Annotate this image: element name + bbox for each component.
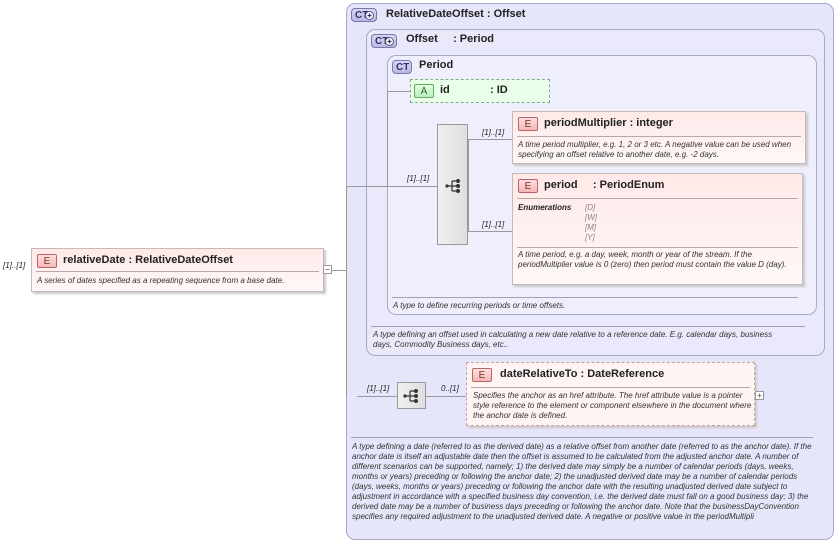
connector <box>387 91 388 186</box>
enumeration-value: [M] <box>585 223 597 232</box>
element-documentation: Specifies the anchor as an href attribut… <box>473 391 752 420</box>
ct-badge: CT <box>351 8 377 22</box>
date-relative-to-cardinality: 0..[1] <box>441 384 459 393</box>
divider <box>36 271 319 272</box>
ct-badge: CT <box>371 34 397 48</box>
period-cardinality: [1]..[1] <box>482 220 505 229</box>
element-date-relative-to[interactable]: E dateRelativeTo : DateReference Specifi… <box>466 362 755 426</box>
connector <box>426 396 466 397</box>
enumeration-value: [Y] <box>585 233 595 242</box>
attribute-id[interactable]: A id : ID <box>410 79 550 103</box>
enumeration-value: [D] <box>585 203 596 212</box>
divider <box>517 136 801 137</box>
element-title: dateRelativeTo : DateReference <box>500 368 665 380</box>
ct-plus-icon <box>385 37 394 46</box>
connector <box>468 231 512 232</box>
divider <box>517 198 798 199</box>
ct-title: Period <box>419 59 454 71</box>
root-cardinality: [1]..[1] <box>3 261 26 270</box>
connector <box>346 186 367 187</box>
element-title: periodMultiplier : integer <box>544 117 673 129</box>
sequence-compositor[interactable] <box>437 124 468 245</box>
divider <box>392 297 798 298</box>
ct-documentation: A type defining an offset used in calcul… <box>373 330 773 349</box>
connector <box>387 91 410 92</box>
sequence-icon <box>403 389 418 403</box>
connector <box>366 186 387 187</box>
element-documentation: A time period, e.g. a day, week, month o… <box>518 250 787 269</box>
element-badge: E <box>518 117 538 131</box>
ct-title: Offset : Period <box>406 33 495 45</box>
element-badge: E <box>472 368 492 382</box>
divider <box>471 387 750 388</box>
sequence-compositor[interactable] <box>397 382 426 409</box>
ct-title: RelativeDateOffset : Offset <box>386 8 526 20</box>
element-period[interactable]: E period : PeriodEnum Enumerations [D] [… <box>512 173 803 285</box>
expand-icon[interactable] <box>755 391 764 400</box>
connector <box>468 139 469 232</box>
element-badge: E <box>518 179 538 193</box>
element-documentation: A time period multiplier, e.g. 1, 2 or 3… <box>518 140 792 159</box>
element-relative-date[interactable]: E relativeDate : RelativeDateOffset A se… <box>31 248 324 292</box>
connector <box>326 270 346 271</box>
element-title: period : PeriodEnum <box>544 179 665 191</box>
attribute-type: : ID <box>490 84 508 96</box>
element-documentation: A series of dates specified as a repeati… <box>37 276 285 285</box>
attribute-name: id <box>440 84 450 96</box>
connector <box>468 139 512 140</box>
connector <box>346 186 347 396</box>
element-period-multiplier[interactable]: E periodMultiplier : integer A time peri… <box>512 111 806 164</box>
ct-documentation: A type defining a date (referred to as t… <box>352 442 812 521</box>
enumeration-value: [W] <box>585 213 597 222</box>
element-title: relativeDate : RelativeDateOffset <box>63 254 233 266</box>
divider <box>351 437 813 438</box>
enumerations-label: Enumerations <box>518 203 572 212</box>
period-multiplier-cardinality: [1]..[1] <box>482 128 505 137</box>
collapse-icon[interactable] <box>323 265 332 274</box>
sequence-cardinality: [1]..[1] <box>407 174 430 183</box>
element-badge: E <box>37 254 57 268</box>
attribute-badge: A <box>414 84 434 98</box>
divider <box>371 326 805 327</box>
sequence-icon <box>445 179 460 193</box>
ct-documentation: A type to define recurring periods or ti… <box>393 301 566 310</box>
ct-badge: CT <box>392 60 412 74</box>
ct-plus-icon <box>365 11 374 20</box>
sequence-cardinality: [1]..[1] <box>367 384 390 393</box>
connector <box>387 186 437 187</box>
connector <box>357 396 397 397</box>
divider <box>517 247 798 248</box>
